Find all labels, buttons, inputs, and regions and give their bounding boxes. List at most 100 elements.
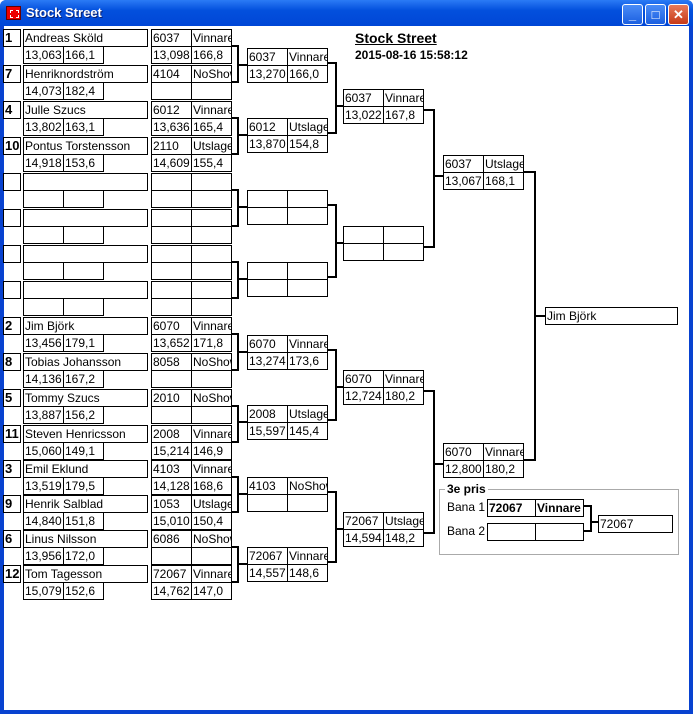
seed-number[interactable]: 5 — [3, 389, 21, 407]
seed-number[interactable]: 8 — [3, 353, 21, 371]
speed-field[interactable]: 182,4 — [63, 82, 104, 100]
bana2-status[interactable] — [535, 523, 584, 541]
seed-number[interactable]: 7 — [3, 65, 21, 83]
round2-match-speed[interactable]: 148,6 — [287, 564, 328, 582]
round3-match-lane[interactable]: 6037 — [343, 89, 384, 107]
round2-match-speed[interactable] — [287, 207, 328, 225]
seed-number[interactable]: 1 — [3, 29, 21, 47]
round2-match-speed[interactable]: 173,6 — [287, 352, 328, 370]
lane-time-field[interactable] — [151, 226, 192, 244]
racer-name-field[interactable]: Pontus Torstensson — [23, 137, 148, 155]
racer-name-field[interactable]: Andreas Sköld — [23, 29, 148, 47]
lane-speed-field[interactable]: 146,9 — [191, 442, 232, 460]
lane-time-field[interactable]: 14,128 — [151, 477, 192, 495]
round3-match-status[interactable]: Vinnare — [383, 370, 424, 388]
reaction-time-field[interactable]: 13,063 — [23, 46, 64, 64]
lane-speed-field[interactable]: 147,0 — [191, 582, 232, 600]
reaction-time-field[interactable]: 14,918 — [23, 154, 64, 172]
result-status-field[interactable]: NoShow — [191, 389, 232, 407]
speed-field[interactable]: 166,1 — [63, 46, 104, 64]
lane-speed-field[interactable] — [191, 406, 232, 424]
lane-speed-field[interactable]: 166,8 — [191, 46, 232, 64]
close-button[interactable]: ✕ — [668, 4, 689, 25]
reaction-time-field[interactable]: 14,136 — [23, 370, 64, 388]
reaction-time-field[interactable]: 13,456 — [23, 334, 64, 352]
seed-number[interactable]: 9 — [3, 495, 21, 513]
lane-number-field[interactable]: 4103 — [151, 460, 192, 478]
lane-time-field[interactable] — [151, 406, 192, 424]
third-place-winner-field[interactable]: 72067 — [598, 515, 673, 533]
speed-field[interactable] — [63, 262, 104, 280]
racer-name-field[interactable] — [23, 173, 148, 191]
round2-match-status[interactable] — [287, 262, 328, 280]
round2-match-time[interactable] — [247, 207, 288, 225]
racer-name-field[interactable]: Henrik Salblad — [23, 495, 148, 513]
result-status-field[interactable]: Vinnare — [191, 425, 232, 443]
lane-number-field[interactable]: 6012 — [151, 101, 192, 119]
round2-match-status[interactable]: Utslager — [287, 405, 328, 423]
seed-number[interactable] — [3, 245, 21, 263]
reaction-time-field[interactable] — [23, 190, 64, 208]
lane-speed-field[interactable] — [191, 190, 232, 208]
speed-field[interactable]: 152,6 — [63, 582, 104, 600]
result-status-field[interactable] — [191, 245, 232, 263]
round2-match-lane[interactable]: 2008 — [247, 405, 288, 423]
result-status-field[interactable]: NoShow — [191, 353, 232, 371]
round3-match-time[interactable]: 12,724 — [343, 387, 384, 405]
round3-match-lane[interactable] — [343, 226, 384, 244]
result-status-field[interactable]: Utslager — [191, 137, 232, 155]
reaction-time-field[interactable]: 13,519 — [23, 477, 64, 495]
racer-name-field[interactable]: Julle Szucs — [23, 101, 148, 119]
lane-time-field[interactable]: 14,609 — [151, 154, 192, 172]
round2-match-time[interactable]: 13,870 — [247, 135, 288, 153]
speed-field[interactable]: 179,1 — [63, 334, 104, 352]
result-status-field[interactable]: Vinnare — [191, 565, 232, 583]
lane-speed-field[interactable] — [191, 370, 232, 388]
lane-time-field[interactable] — [151, 370, 192, 388]
racer-name-field[interactable]: Linus Nilsson — [23, 530, 148, 548]
lane-number-field[interactable]: 6037 — [151, 29, 192, 47]
round3-match-speed[interactable]: 148,2 — [383, 529, 424, 547]
title-bar[interactable]: Stock Street _ □ ✕ — [0, 0, 693, 26]
lane-time-field[interactable]: 15,010 — [151, 512, 192, 530]
racer-name-field[interactable]: Tobias Johansson — [23, 353, 148, 371]
round4-match-time[interactable]: 13,067 — [443, 172, 484, 190]
racer-name-field[interactable]: Emil Eklund — [23, 460, 148, 478]
reaction-time-field[interactable]: 13,887 — [23, 406, 64, 424]
lane-speed-field[interactable] — [191, 298, 232, 316]
seed-number[interactable] — [3, 209, 21, 227]
seed-number[interactable]: 6 — [3, 530, 21, 548]
lane-number-field[interactable]: 4104 — [151, 65, 192, 83]
bana1-status[interactable]: Vinnare — [535, 499, 584, 517]
lane-speed-field[interactable] — [191, 547, 232, 565]
round4-match-time[interactable]: 12,800 — [443, 460, 484, 478]
speed-field[interactable]: 179,5 — [63, 477, 104, 495]
round2-match-lane[interactable]: 6037 — [247, 48, 288, 66]
speed-field[interactable]: 167,2 — [63, 370, 104, 388]
racer-name-field[interactable]: Tommy Szucs — [23, 389, 148, 407]
round4-match-lane[interactable]: 6070 — [443, 443, 484, 461]
seed-number[interactable]: 12 — [3, 565, 21, 583]
lane-time-field[interactable]: 13,636 — [151, 118, 192, 136]
reaction-time-field[interactable]: 13,956 — [23, 547, 64, 565]
reaction-time-field[interactable] — [23, 226, 64, 244]
lane-time-field[interactable] — [151, 298, 192, 316]
speed-field[interactable] — [63, 190, 104, 208]
round4-match-speed[interactable]: 168,1 — [483, 172, 524, 190]
round2-match-status[interactable]: Utslager — [287, 118, 328, 136]
round2-match-speed[interactable] — [287, 494, 328, 512]
round2-match-lane[interactable] — [247, 262, 288, 280]
round3-match-status[interactable]: Vinnare — [383, 89, 424, 107]
speed-field[interactable]: 149,1 — [63, 442, 104, 460]
result-status-field[interactable]: Utslager — [191, 495, 232, 513]
result-status-field[interactable]: NoShow — [191, 530, 232, 548]
round2-match-status[interactable]: NoShow — [287, 477, 328, 495]
reaction-time-field[interactable] — [23, 262, 64, 280]
round4-match-lane[interactable]: 6037 — [443, 155, 484, 173]
round3-match-time[interactable] — [343, 243, 384, 261]
round2-match-speed[interactable] — [287, 279, 328, 297]
speed-field[interactable]: 172,0 — [63, 547, 104, 565]
round2-match-status[interactable]: Vinnare — [287, 547, 328, 565]
lane-number-field[interactable]: 6086 — [151, 530, 192, 548]
racer-name-field[interactable] — [23, 245, 148, 263]
